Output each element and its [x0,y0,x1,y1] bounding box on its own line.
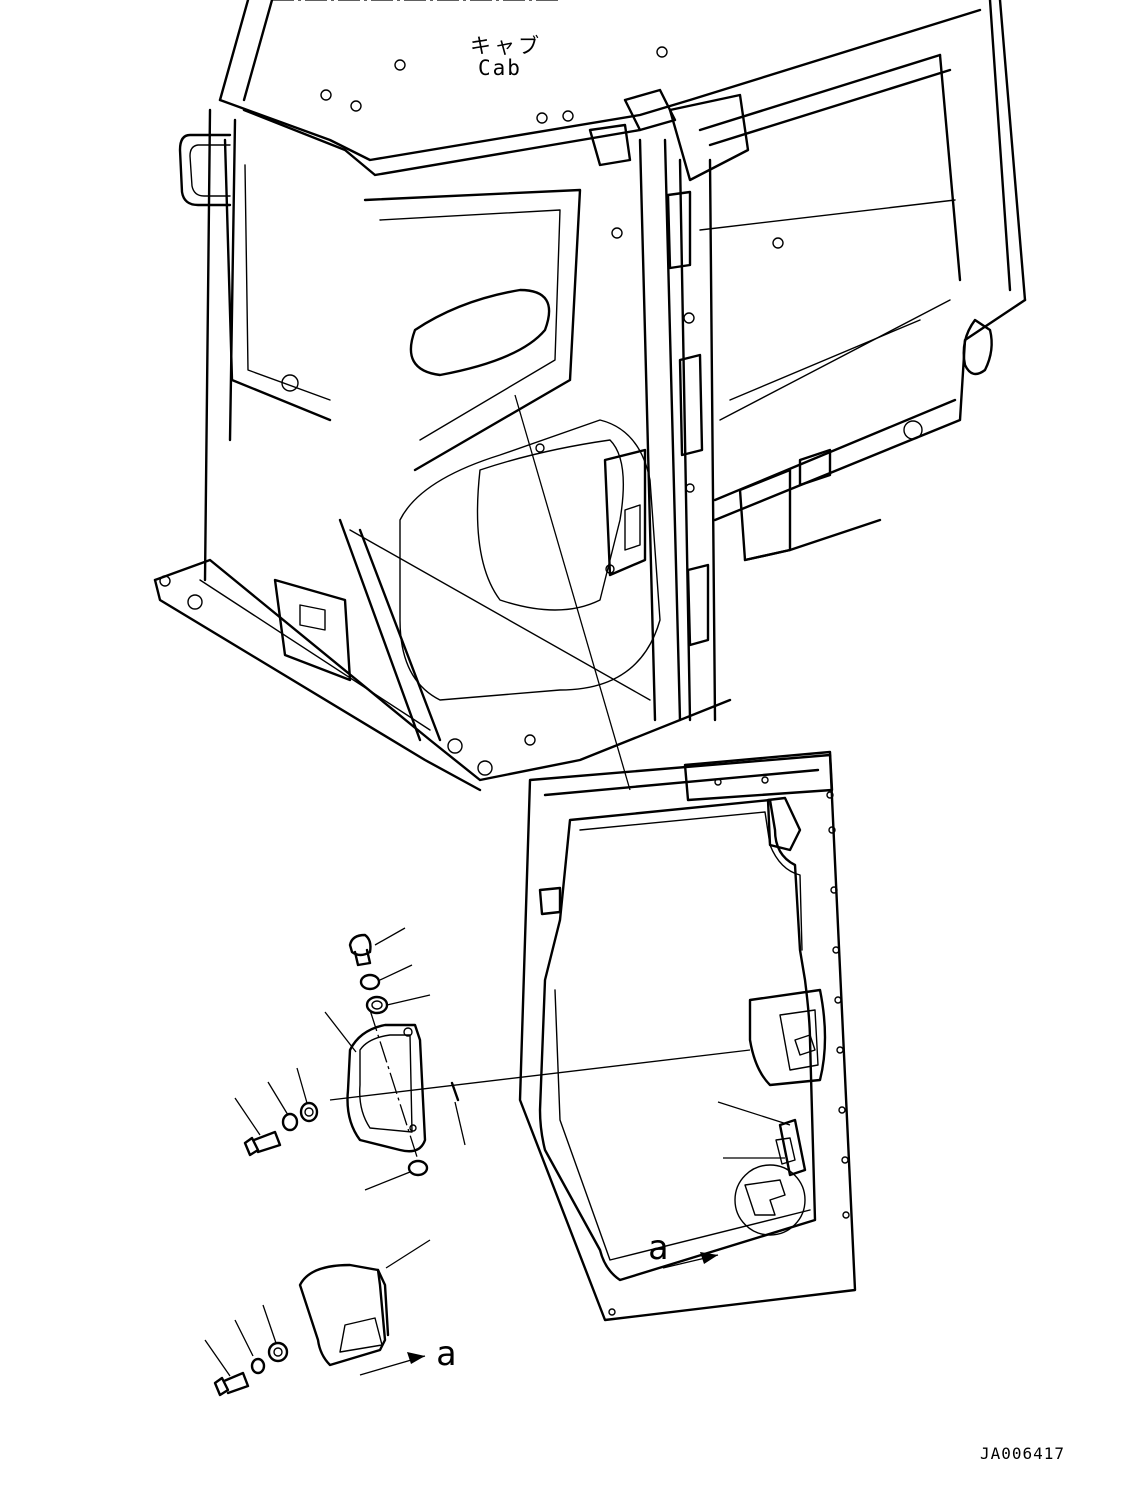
view-arrow-a-lower [359,1352,426,1376]
drawing-code: JA006417 [980,1444,1066,1463]
upper-washer-1 [359,973,381,991]
lower-cover-assembly [204,1239,431,1397]
door-frame [518,750,857,1322]
pin [450,1081,460,1102]
cab-label-japanese: キャブ [470,34,542,58]
view-arrow-a-upper [662,1252,719,1269]
side-washer-2 [299,1101,319,1123]
view-label-a-upper: a [648,1228,669,1268]
side-bolt [243,1130,282,1157]
side-washer-1 [281,1112,299,1132]
lower-washer-1 [267,1341,289,1363]
upper-bolt [348,933,372,967]
grab-handle-assembly [234,927,791,1191]
cab-label-english: Cab [478,56,522,80]
view-label-a-lower: a [436,1334,457,1374]
lower-bolt [213,1371,250,1397]
lower-washer-2 [250,1357,266,1375]
assembly-reference-lines [329,394,751,1101]
cab-frame [153,0,1027,792]
